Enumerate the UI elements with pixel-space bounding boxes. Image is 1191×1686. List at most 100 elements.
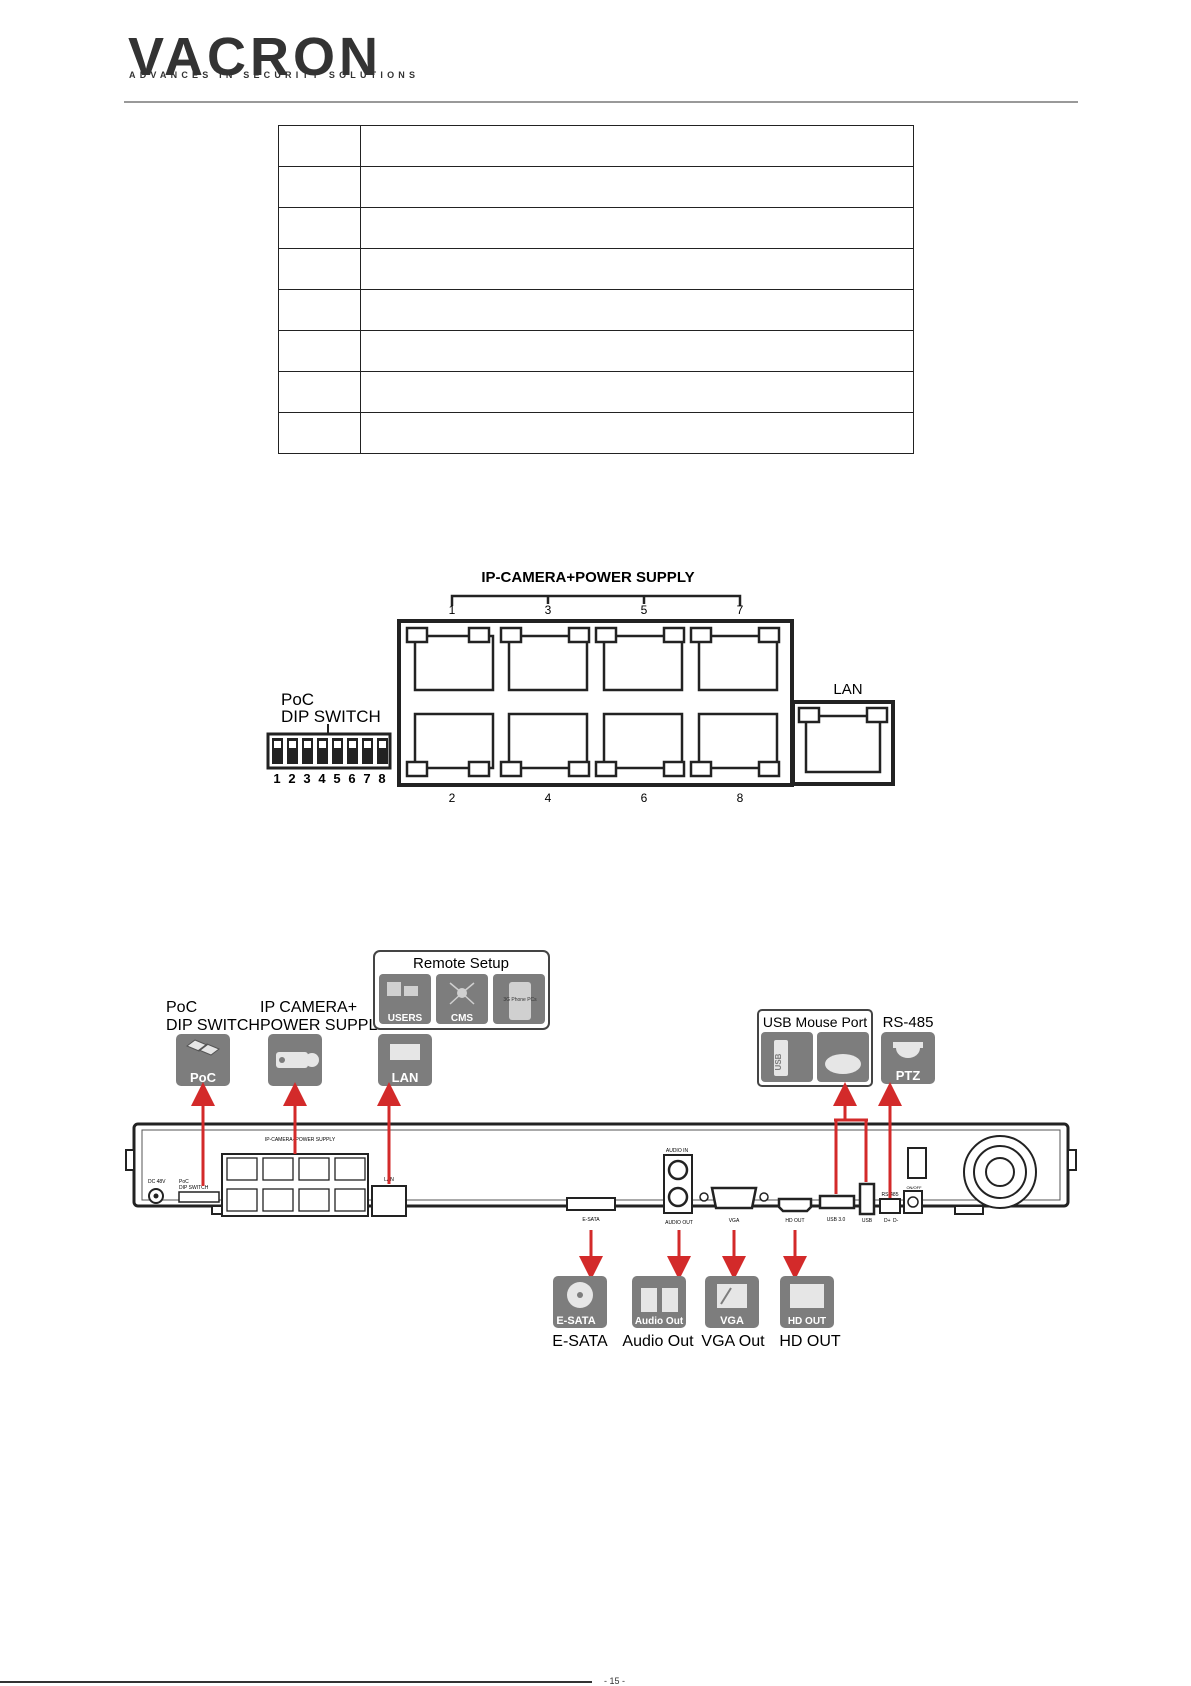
port-number: 8 bbox=[737, 791, 744, 805]
top-bracket bbox=[450, 594, 742, 606]
dip-number: 5 bbox=[333, 771, 340, 786]
panel-hdmi-port bbox=[777, 1197, 813, 1213]
usb-mouse-title: USB Mouse Port bbox=[763, 1014, 867, 1030]
panel-poe-block bbox=[221, 1153, 369, 1217]
port-diagram: IP-CAMERA+POWER SUPPLY 1 3 5 7 bbox=[266, 569, 895, 805]
rj45-port bbox=[413, 712, 495, 770]
table-row bbox=[278, 289, 914, 331]
panel-esata-port bbox=[566, 1197, 616, 1211]
panel-usb-port bbox=[858, 1182, 876, 1216]
ipcam-callout-line1: IP CAMERA+ bbox=[260, 999, 357, 1016]
footer-rule bbox=[0, 1681, 592, 1683]
dip-number: 8 bbox=[378, 771, 385, 786]
rj45-port bbox=[602, 634, 684, 692]
dip-number: 3 bbox=[303, 771, 310, 786]
port-number: 2 bbox=[449, 791, 456, 805]
lan-icon-label: LAN bbox=[392, 1070, 419, 1085]
table-row bbox=[278, 248, 914, 290]
cms-icon-label: CMS bbox=[451, 1013, 474, 1024]
table-cell bbox=[360, 412, 914, 454]
panel-label-usb3: USB 3.0 bbox=[827, 1217, 846, 1223]
audio-in-jack bbox=[667, 1159, 689, 1181]
table-cell bbox=[360, 125, 914, 167]
rj45-port bbox=[602, 712, 684, 770]
users-icon-label: USERS bbox=[388, 1013, 423, 1024]
panel-label-usb: USB bbox=[862, 1218, 873, 1224]
rj45-port bbox=[507, 712, 589, 770]
port-number: 7 bbox=[737, 603, 744, 617]
panel-label-dminus: D- bbox=[893, 1218, 899, 1224]
poe-port-block bbox=[397, 619, 794, 787]
table-row bbox=[278, 412, 914, 454]
header-rule bbox=[124, 101, 1078, 103]
table-cell bbox=[360, 248, 914, 290]
hd-out-caption: HD OUT bbox=[779, 1333, 841, 1350]
spec-table bbox=[278, 125, 914, 454]
dip-number: 4 bbox=[318, 771, 326, 786]
poc-callout-line1: PoC bbox=[166, 999, 197, 1016]
audio-out-jack bbox=[667, 1186, 689, 1208]
rear-panel-diagram: PoC DIP SWITCH IP CAMERA+ POWER SUPPLY P… bbox=[0, 930, 1191, 1370]
dip-number: 6 bbox=[348, 771, 355, 786]
port-diagram-svg: IP-CAMERA+POWER SUPPLY 1 3 5 7 bbox=[266, 569, 895, 805]
esata-icon-label: E-SATA bbox=[556, 1315, 595, 1327]
page-number: - 15 - bbox=[604, 1676, 626, 1686]
port-diagram-title: IP-CAMERA+POWER SUPPLY bbox=[481, 569, 694, 586]
rs485-title: RS-485 bbox=[883, 1014, 934, 1031]
rj45-port bbox=[697, 712, 779, 770]
poc-icon-label: PoC bbox=[190, 1070, 217, 1085]
audio-out-caption: Audio Out bbox=[622, 1333, 694, 1350]
panel-usb3-port bbox=[818, 1194, 856, 1210]
phone-icon-label: 3G Phone PCs bbox=[503, 997, 537, 1003]
rj45-port bbox=[697, 634, 779, 692]
table-row bbox=[278, 371, 914, 413]
usb-icon-label: USB bbox=[774, 1053, 783, 1070]
panel-label-poc: PoC bbox=[179, 1179, 189, 1185]
panel-label-dip: DIP SWITCH bbox=[179, 1185, 209, 1191]
dip-switch-levers bbox=[272, 738, 388, 764]
vga-icon-label: VGA bbox=[720, 1315, 744, 1327]
dip-number: 7 bbox=[363, 771, 370, 786]
vga-out-caption: VGA Out bbox=[701, 1333, 765, 1350]
hd-out-icon-label: HD OUT bbox=[788, 1316, 826, 1327]
cms-icon bbox=[436, 974, 488, 1024]
port-number: 1 bbox=[449, 603, 456, 617]
remote-setup-title: Remote Setup bbox=[413, 955, 509, 972]
panel-label-dc: DC 48V bbox=[148, 1179, 166, 1185]
ptz-icon-label: PTZ bbox=[896, 1068, 921, 1083]
panel-label-vga: VGA bbox=[729, 1218, 740, 1224]
table-row bbox=[278, 125, 914, 167]
table-cell bbox=[360, 371, 914, 413]
panel-lan-port bbox=[371, 1185, 407, 1217]
dip-number: 1 bbox=[273, 771, 280, 786]
panel-label-audio-out: AUDIO OUT bbox=[665, 1220, 693, 1226]
dip-number: 2 bbox=[288, 771, 295, 786]
port-number: 4 bbox=[545, 791, 552, 805]
esata-caption: E-SATA bbox=[552, 1333, 608, 1350]
poc-callout-line2: DIP SWITCH bbox=[166, 1017, 260, 1034]
dip-switch-label: DIP SWITCH bbox=[281, 707, 381, 726]
lan-label: LAN bbox=[833, 681, 862, 698]
poc-label: PoC bbox=[281, 690, 314, 709]
audio-out-icon-label: Audio Out bbox=[635, 1316, 684, 1327]
panel-label-hd-out: HD OUT bbox=[785, 1218, 804, 1224]
lan-rj45-port bbox=[804, 714, 882, 774]
rj45-port bbox=[413, 634, 495, 692]
panel-rs485-terminal bbox=[879, 1198, 901, 1214]
panel-label-esata: E-SATA bbox=[582, 1217, 600, 1223]
panel-dip-switch bbox=[178, 1191, 220, 1203]
panel-vga-port bbox=[710, 1186, 758, 1210]
port-number: 5 bbox=[641, 603, 648, 617]
ipcam-callout-line2: POWER SUPPLY bbox=[260, 1017, 387, 1034]
panel-label-audio-in: AUDIO IN bbox=[666, 1148, 689, 1154]
port-number: 3 bbox=[545, 603, 552, 617]
table-cell bbox=[360, 289, 914, 331]
port-number: 6 bbox=[641, 791, 648, 805]
rear-panel-svg: PoC DIP SWITCH IP CAMERA+ POWER SUPPLY P… bbox=[125, 950, 1077, 1350]
brand-tagline: ADVANCES IN SECURITY SOLUTIONS bbox=[129, 70, 420, 80]
panel-label-ipcam: IP-CAMERA+POWER SUPPLY bbox=[265, 1137, 336, 1143]
panel-label-dplus: D+ bbox=[884, 1218, 891, 1224]
panel-label-onoff: ON/OFF bbox=[906, 1185, 922, 1190]
brand-logo: VACRON bbox=[128, 27, 383, 87]
panel-rocker bbox=[907, 1147, 927, 1179]
